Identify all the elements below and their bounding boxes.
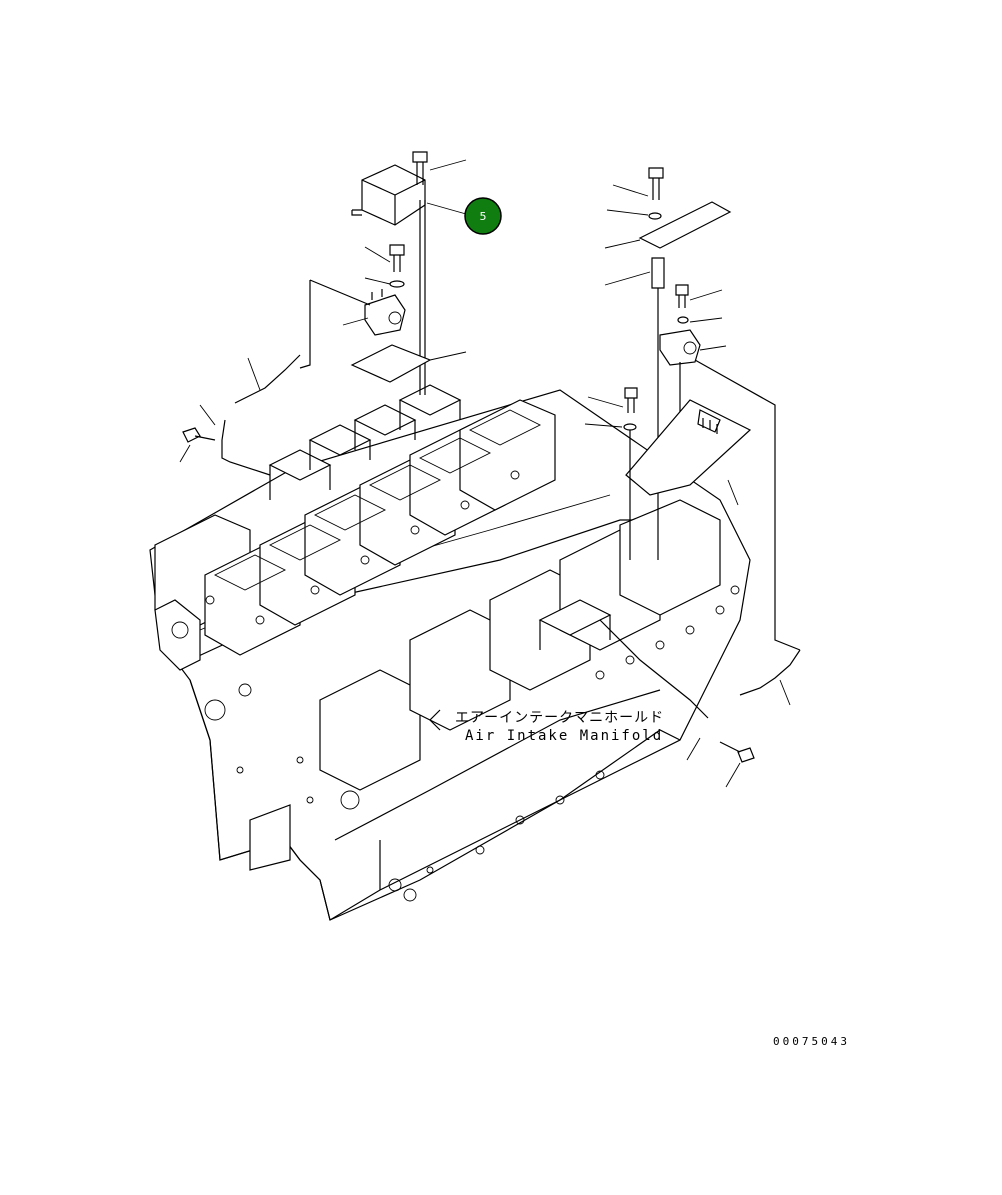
- bolt-icon: [648, 167, 664, 179]
- clamp-plate: [638, 201, 732, 249]
- engine-block: [149, 384, 751, 921]
- bolt-icon: [737, 747, 755, 763]
- cylinder-heads-right-bank: [319, 499, 740, 791]
- washer-icon: [648, 212, 662, 220]
- bolt-icon: [412, 151, 428, 163]
- speed-sensor-icon: [364, 294, 406, 336]
- left-sensor-group: [179, 151, 467, 476]
- right-sensor-group: [584, 167, 801, 788]
- spacer: [651, 257, 665, 289]
- cover-bracket: [361, 164, 426, 226]
- mounting-plate: [350, 344, 432, 383]
- callout-5-number: 5: [480, 210, 487, 223]
- bolt-icon: [182, 427, 201, 443]
- label-english: Air Intake Manifold: [465, 728, 663, 744]
- washer-icon: [389, 280, 405, 288]
- air-intake-manifold-label: エアーインテークマニホールド Air Intake Manifold: [429, 709, 664, 744]
- cylinder-heads-left-bank: [154, 384, 556, 656]
- callout-5[interactable]: 5: [426, 197, 502, 235]
- drawing-code: 00075043: [773, 1035, 850, 1048]
- speed-sensor-icon: [659, 329, 701, 366]
- callout-5-circle: [464, 197, 502, 235]
- label-japanese: エアーインテークマニホールド: [455, 710, 664, 726]
